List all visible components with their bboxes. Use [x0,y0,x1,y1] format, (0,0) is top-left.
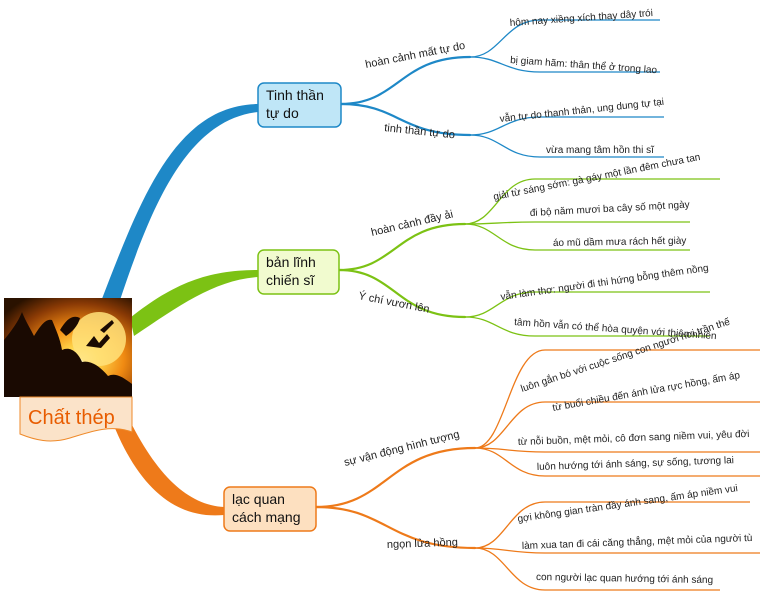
leaf-connector [474,447,760,453]
leaf-connector [464,221,690,225]
leaf-connector [464,316,710,337]
topic-line: cách mạng [232,509,300,525]
leaf-connector [474,547,720,591]
leaf-label[interactable]: làm xua tan đi cái căng thẳng, mệt mỏi c… [522,531,753,552]
leaf-label[interactable]: vừa mang tâm hồn thi sĩ [546,144,655,156]
leaf-label[interactable]: bị giam hãm: thân thể ở trong lao [510,54,658,76]
topic-node-tinh-than-tu-do[interactable]: Tinh thần tự do [257,82,342,128]
topic-line: Tinh thần [266,87,324,103]
leaf-connector [474,501,750,549]
leaf-connector [469,116,664,136]
leaf-label[interactable]: vẫn tự do thanh thản, ung dung tự tại [499,95,665,125]
branch-curve-blue [100,104,258,306]
topic-line: chiến sĩ [266,272,315,288]
leaf-label[interactable]: đi bộ năm mươi ba cây số một ngày [530,199,690,219]
topic-line: tự do [266,105,299,121]
subtopic-label[interactable]: ngọn lửa hồng [387,537,458,551]
topic-line: lạc quan [232,491,285,507]
leaf-label[interactable]: áo mũ dầm mưa rách hết giày [553,235,687,249]
leaf-connector [469,134,664,158]
topic-node-lac-quan-cach-mang[interactable]: lạc quan cách mạng [223,486,317,532]
subtopic-connector [339,102,472,137]
central-node[interactable]: Chất thép [4,298,133,442]
sunset-image [4,298,132,397]
subtopic-label[interactable]: hoàn cảnh mất tự do [364,40,466,71]
leaf-connector [464,223,690,251]
topic-node-ban-linh-chien-si[interactable]: bản lĩnh chiến sĩ [257,249,340,295]
leaf-connector [469,19,660,58]
leaf-connector [469,56,660,73]
branch-tinh-than-tu-do: hoàn cảnh mất tự do hôm nay xiềng xích th… [339,7,665,158]
central-title: Chất thép [28,407,115,429]
subtopic-connector [337,222,467,272]
leaf-connector [474,447,760,477]
subtopic-connector [337,268,467,319]
leaf-connector [474,547,760,554]
leaf-connector [464,178,720,225]
subtopic-label[interactable]: Ý chí vươn lên [357,289,430,316]
leaf-label[interactable]: gợi không gian tràn đầy ánh sang, ấm áp … [517,482,739,525]
leaf-label[interactable]: từ nỗi buồn, mệt mỏi, cô đơn sang niềm v… [518,427,750,448]
subtopic-label[interactable]: tinh thần tự do [384,122,456,141]
leaf-label[interactable]: vẫn làm thơ: người đi thi hứng bỗng thêm… [500,261,710,303]
subtopic-connector [339,55,472,106]
leaf-label[interactable]: hôm nay xiềng xích thay dây trói [509,7,653,29]
leaf-label[interactable]: luôn hướng tới ánh sáng, sự sống, tương … [537,454,734,473]
branch-curve-green [130,270,258,336]
leaf-connector [474,349,760,449]
leaf-connector [474,401,760,449]
central-banner [19,396,133,442]
subtopic-connector [314,505,477,550]
branch-ban-linh-chien-si: hoàn cảnh đầy ải giải từ sáng sớm: gà gáy… [337,151,720,342]
subtopic-connector [314,446,477,509]
topic-line: bản lĩnh [266,254,316,270]
leaf-connector [464,291,710,318]
subtopic-label[interactable]: hoàn cảnh đầy ải [370,208,454,239]
leaf-label[interactable]: con người lạc quan hướng tới ánh sáng [536,572,713,586]
subtopic-label[interactable]: sự vận động hình tượng [343,429,461,469]
leaf-label[interactable]: giải từ sáng sớm: gà gáy một lần đêm chư… [492,151,701,203]
